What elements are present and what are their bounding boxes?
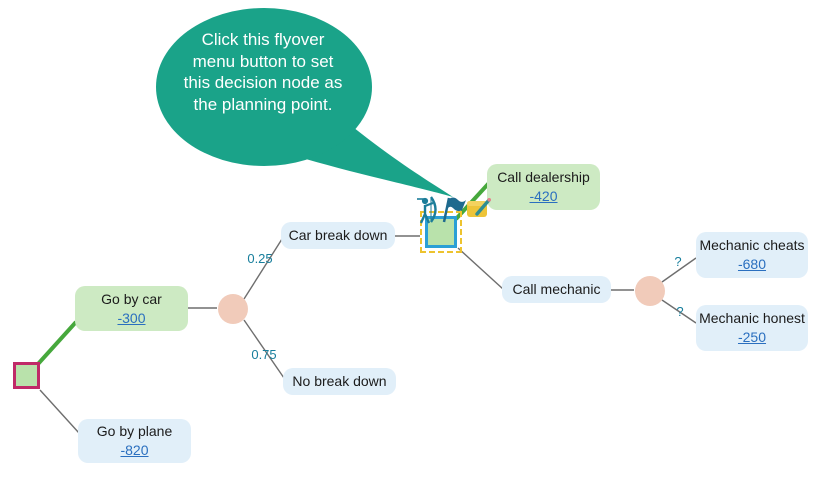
payoff-value-link[interactable]: -820 — [120, 442, 149, 458]
branch-box-call-dealership[interactable]: Call dealership -420 — [487, 164, 600, 210]
callout-text: Click this flyover menu button to set th… — [183, 30, 343, 114]
edge — [243, 238, 283, 300]
branch-box-mechanic-cheats[interactable]: Mechanic cheats -680 — [696, 232, 808, 278]
branch-label: Call dealership — [497, 169, 590, 186]
edit-payoff-button[interactable] — [466, 197, 492, 224]
edge — [661, 299, 697, 324]
root-decision-node[interactable] — [13, 362, 40, 389]
edge — [39, 389, 80, 434]
branch-box-car-break-down[interactable]: Car break down — [281, 222, 395, 249]
note-pencil-icon — [467, 198, 491, 217]
branch-box-go-by-car[interactable]: Go by car -300 — [75, 286, 188, 331]
branch-box-go-by-plane[interactable]: Go by plane -820 — [78, 419, 191, 463]
branch-label: Go by plane — [96, 423, 173, 440]
payoff-value-link[interactable]: -300 — [117, 309, 146, 326]
payoff-value-link[interactable]: -680 — [737, 256, 767, 272]
flag-icon — [442, 197, 466, 223]
payoff-value-link[interactable]: -420 — [529, 188, 558, 204]
chance-node[interactable] — [218, 294, 248, 324]
archer-icon — [417, 196, 437, 224]
probability-label[interactable]: ? — [676, 304, 684, 319]
edge — [661, 257, 697, 283]
branch-box-call-mechanic[interactable]: Call mechanic — [502, 276, 611, 303]
probability-label[interactable]: 0.75 — [251, 347, 277, 362]
branch-label: Mechanic cheats — [699, 237, 805, 254]
edge — [457, 247, 504, 290]
chance-node[interactable] — [635, 276, 665, 306]
branch-label: Call mechanic — [512, 281, 601, 298]
branch-label: Mechanic honest — [699, 310, 805, 327]
set-planning-point-button[interactable] — [416, 195, 441, 229]
flag-button[interactable] — [440, 196, 468, 228]
branch-box-mechanic-honest[interactable]: Mechanic honest -250 — [696, 305, 808, 351]
probability-label[interactable]: 0.25 — [247, 251, 273, 266]
probability-label[interactable]: ? — [674, 254, 682, 269]
branch-label: Car break down — [288, 227, 388, 244]
payoff-value-link[interactable]: -250 — [737, 329, 767, 345]
branch-label: Go by car — [101, 290, 162, 307]
branch-box-no-break-down[interactable]: No break down — [283, 368, 396, 395]
edge — [243, 319, 285, 379]
optimal-path-edge — [36, 320, 78, 366]
branch-label: No break down — [292, 373, 387, 390]
